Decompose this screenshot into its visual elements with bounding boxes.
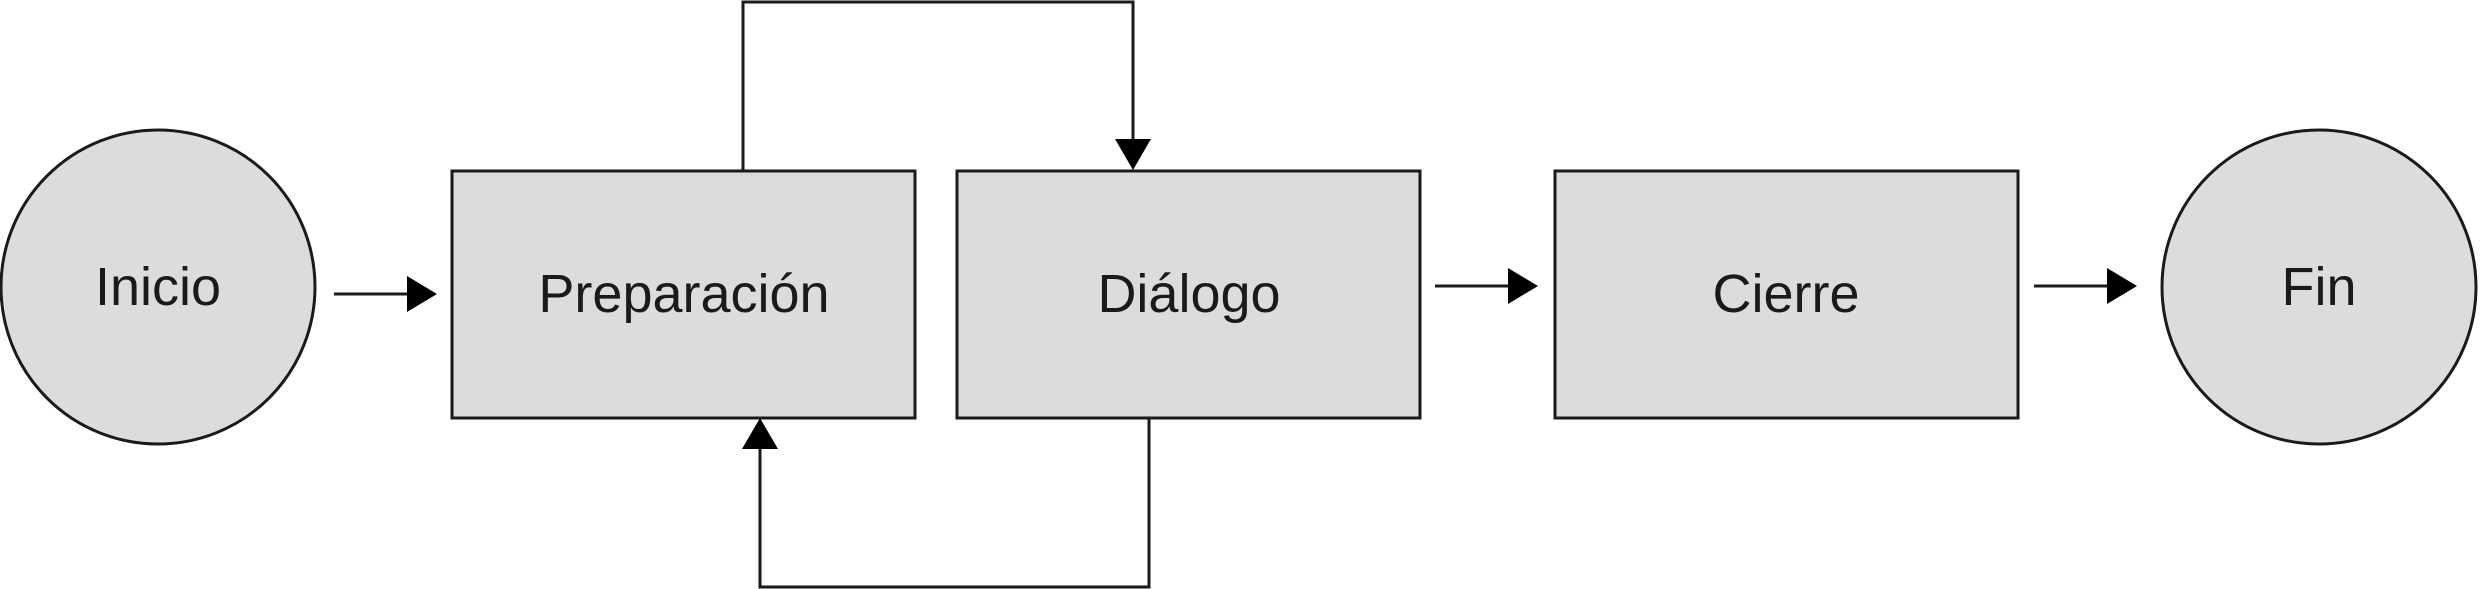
node-fin-label: Fin bbox=[2281, 257, 2356, 317]
arrow-head-icon bbox=[407, 276, 437, 312]
edge-cierre-to-fin bbox=[2034, 268, 2137, 304]
node-preparacion-shape bbox=[450, 169, 917, 420]
edge-preparacion-to-dialogo-line bbox=[741, 0, 1135, 170]
node-cierre-shape bbox=[1553, 169, 2020, 420]
node-dialogo-label: Diálogo bbox=[1097, 264, 1280, 324]
arrow-head-icon bbox=[1508, 268, 1538, 304]
node-preparacion: Preparación bbox=[450, 169, 917, 420]
node-dialogo: Diálogo bbox=[955, 169, 1422, 420]
edge-inicio-to-preparacion bbox=[334, 276, 437, 312]
node-inicio-label: Inicio bbox=[95, 257, 221, 317]
arrow-head-icon bbox=[742, 418, 778, 449]
edge-dialogo-to-preparacion-line bbox=[758, 419, 1151, 589]
node-preparacion-label: Preparación bbox=[538, 264, 829, 324]
node-fin-shape bbox=[2160, 128, 2478, 446]
edge-preparacion-to-dialogo bbox=[741, 0, 1151, 170]
node-fin: Fin bbox=[2160, 128, 2478, 446]
arrow-head-icon bbox=[2107, 268, 2137, 304]
edge-dialogo-to-preparacion bbox=[742, 418, 1151, 589]
node-cierre-label: Cierre bbox=[1712, 264, 1859, 324]
edge-dialogo-to-cierre bbox=[1435, 268, 1538, 304]
arrow-head-icon bbox=[1115, 139, 1151, 170]
node-dialogo-shape bbox=[955, 169, 1422, 420]
node-cierre: Cierre bbox=[1553, 169, 2020, 420]
node-inicio: Inicio bbox=[0, 128, 317, 446]
node-inicio-shape bbox=[0, 128, 317, 446]
